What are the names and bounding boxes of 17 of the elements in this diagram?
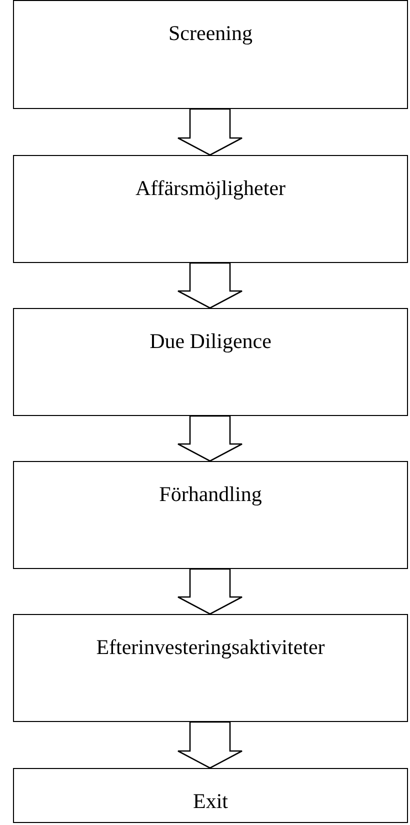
step-label: Exit [192,789,229,814]
process-box [13,155,408,263]
process-box [13,461,408,569]
step-label: Screening [168,21,254,46]
process-box [13,308,408,416]
step-label: Affärsmöjligheter [134,176,287,202]
process-box [13,768,408,823]
block-arrow [177,568,243,615]
block-arrow [177,108,243,156]
step-label: Förhandling [158,482,263,508]
process-box [13,614,408,722]
block-arrow [177,262,243,309]
block-arrow [177,415,243,462]
process-box [13,0,408,109]
block-arrow [177,721,243,769]
step-label: Due Diligence [148,329,272,354]
step-label: Efterinvesteringsaktiviteter [95,635,326,660]
